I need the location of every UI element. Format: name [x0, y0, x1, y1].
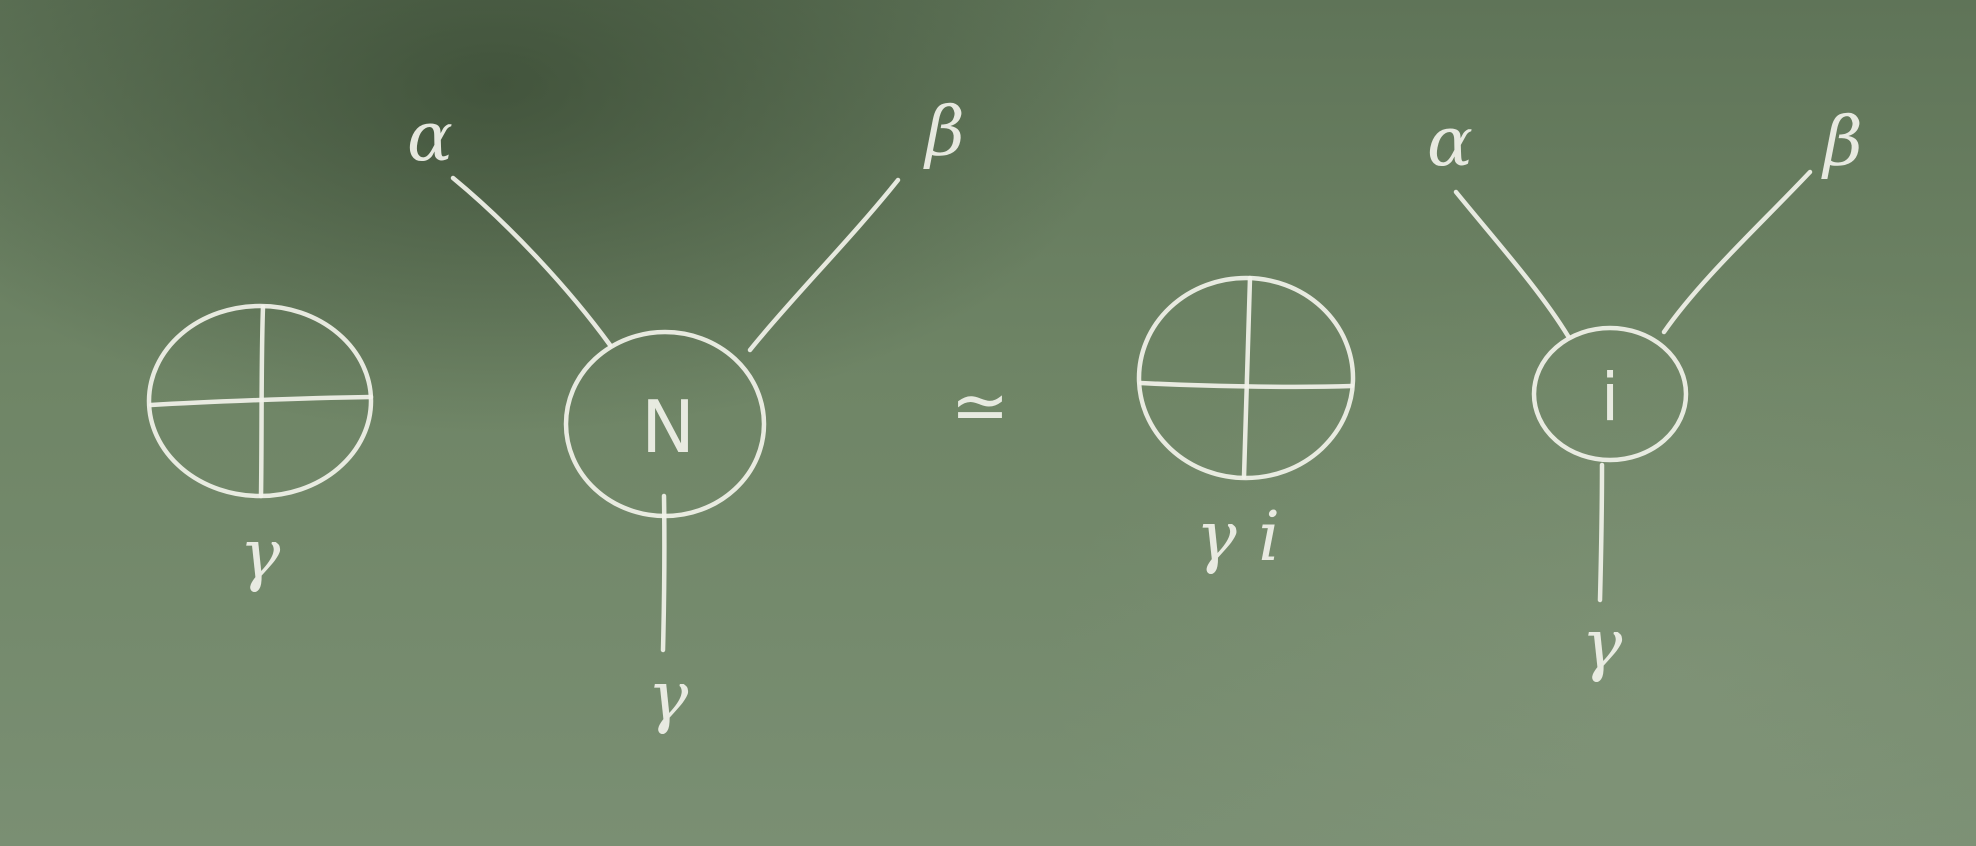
- lhs-edge-top-left-label: α: [407, 98, 453, 177]
- rhs-edge-bottom-label: γ: [1582, 606, 1623, 685]
- lhs-quartered-circle: [146, 303, 374, 499]
- lhs-edge-top-left: [450, 175, 613, 348]
- lhs-edge-bottom: [660, 493, 667, 653]
- relation-symbol: ≃: [951, 365, 1010, 447]
- rhs-edge-top-right-label: β: [1820, 103, 1862, 182]
- rhs-circle-vertical-line: [1241, 275, 1253, 480]
- rhs-edge-top-left: [1453, 189, 1571, 339]
- rhs-node: i: [1531, 325, 1689, 463]
- rhs-edge-bottom: [1597, 462, 1605, 603]
- rhs-node-outline: [1531, 325, 1689, 463]
- lhs-factor-label: γ: [240, 516, 281, 595]
- rhs-edge-top-left-label: α: [1427, 103, 1473, 182]
- lhs-circle-vertical-line: [258, 304, 266, 499]
- lhs-edge-top-right-label: β: [922, 93, 964, 172]
- lhs-circle-horizontal-line: [148, 394, 374, 408]
- rhs-factor-label: γ i: [1196, 498, 1280, 577]
- rhs-edge-top-right: [1661, 169, 1813, 335]
- lhs-node: N: [563, 329, 767, 519]
- rhs-node-label: i: [1601, 359, 1619, 436]
- lhs-edge-top-right: [747, 177, 901, 353]
- lhs-edge-bottom-label: γ: [648, 658, 689, 737]
- lhs-node-label: N: [641, 385, 695, 469]
- rhs-quartered-circle: [1136, 275, 1356, 481]
